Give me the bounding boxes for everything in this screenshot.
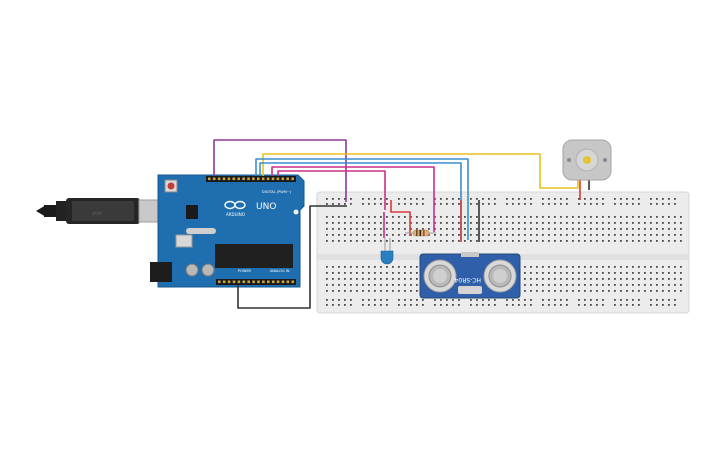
svg-text:⇄⇄: ⇄⇄ [92,210,102,217]
wire-magenta-1[interactable] [271,166,435,232]
wire-blue-1[interactable] [255,158,469,240]
digital-pins-label: DIGITAL (PWM~) [262,190,292,194]
wires [213,139,590,309]
breadboard-holes [326,198,682,306]
power-pins-label: POWER [238,269,252,273]
wire-red-1[interactable] [390,200,411,236]
power-analog-header-pins[interactable] [218,280,295,284]
digital-header-pins[interactable] [208,177,294,181]
ultrasonic-transducer-icon [423,259,517,293]
arduino-model-label: UNO [256,202,276,212]
wire-black[interactable] [237,205,347,309]
ultrasonic-sensor[interactable]: HC-SR04 [419,252,521,299]
usb-b-cable-icon: ⇄⇄ [36,198,164,224]
resistor[interactable] [405,229,436,237]
wire-yellow[interactable] [262,153,579,189]
arduino-uno-board[interactable]: UNO ARDUINO DIGITAL (PWM~) POWER ANALOG … [150,174,305,288]
arduino-infinity-icon [224,200,246,210]
arduino-brand-label: ARDUINO [226,212,245,217]
analog-pins-label: ANALOG IN [270,269,290,273]
sensor-model-label: HC-SR04 [454,276,481,283]
wire-magenta-2[interactable] [277,170,386,210]
led[interactable] [380,238,394,265]
dc-motor-icon[interactable] [562,139,612,181]
